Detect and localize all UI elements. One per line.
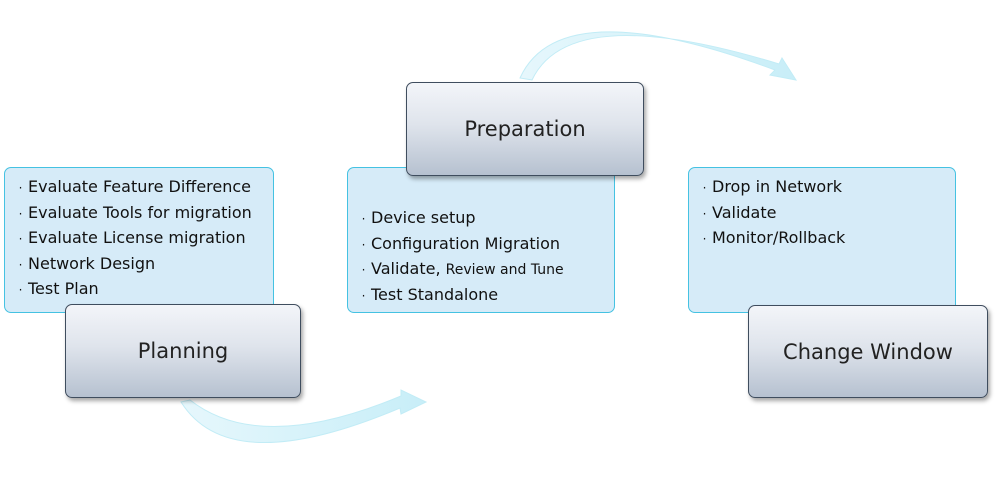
list-item: ·Validate, Review and Tune [361, 259, 564, 278]
list-item: ·Configuration Migration [361, 233, 561, 253]
planning-stage-box: Planning [65, 304, 301, 398]
change-window-item-list: ·Drop in Network ·Validate ·Monitor/Roll… [697, 175, 955, 252]
list-item: ·Evaluate Feature Difference [18, 177, 252, 196]
change-window-stage-box: Change Window [748, 305, 988, 398]
list-item: ·Test Standalone [361, 284, 499, 304]
list-item: ·Network Design [18, 253, 156, 273]
arrow-planning-to-preparation [180, 389, 428, 444]
arrow-preparation-to-change-window [519, 31, 798, 81]
list-item: ·Monitor/Rollback [702, 228, 846, 247]
change-window-label: Change Window [783, 339, 953, 364]
planning-label: Planning [137, 339, 229, 363]
list-item: ·Test Plan [18, 279, 99, 298]
list-item: ·Validate [702, 202, 777, 222]
change-window-info-box: ·Drop in Network ·Validate ·Monitor/Roll… [688, 167, 956, 313]
planning-info-box: ·Evaluate Feature Difference ·Evaluate T… [4, 167, 274, 313]
preparation-item-list: ·Device setup ·Configuration Migration ·… [356, 206, 614, 308]
planning-item-list: ·Evaluate Feature Difference ·Evaluate T… [13, 175, 273, 303]
list-item: ·Device setup [361, 208, 476, 227]
list-item: ·Evaluate Tools for migration [18, 202, 252, 222]
preparation-stage-box: Preparation [406, 82, 644, 176]
preparation-label: Preparation [464, 117, 586, 141]
list-item: ·Evaluate License migration [18, 228, 246, 247]
list-item: ·Drop in Network [702, 177, 843, 196]
preparation-info-box: ·Device setup ·Configuration Migration ·… [347, 167, 615, 313]
